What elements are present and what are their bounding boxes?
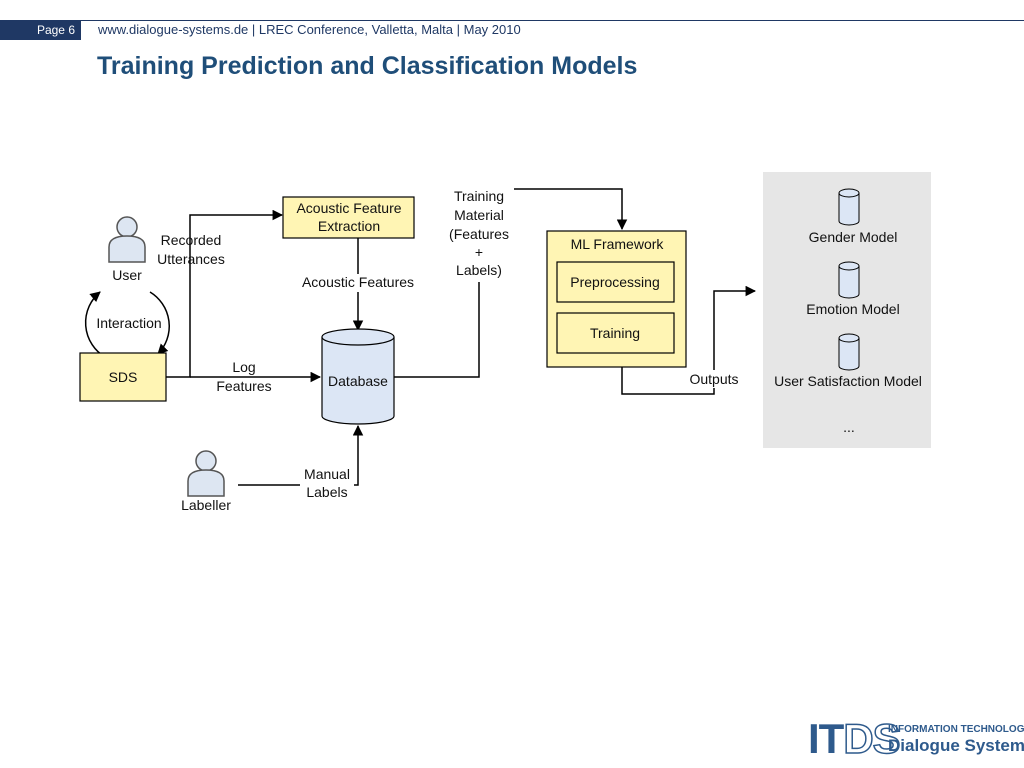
sds-box (79, 352, 167, 402)
acoustic-box-label-2: Extraction (318, 218, 380, 234)
logo-tagline: INFORMATION TECHNOLOGY (888, 724, 1024, 735)
log-label-2: Features (216, 378, 271, 394)
labeller-person-icon (187, 450, 225, 497)
outputs-arrow (621, 285, 757, 395)
gender-model-cylinder-icon (838, 188, 860, 226)
log-label-1: Log (232, 359, 255, 375)
database-label: Database (328, 373, 388, 389)
user-satisfaction-model-cylinder-icon (838, 333, 860, 371)
acoustic-features-label: Acoustic Features (302, 274, 414, 290)
more-models-ellipsis: ... (843, 419, 855, 435)
slide-title: Training Prediction and Classification M… (97, 52, 638, 80)
training-material-1: Training (454, 188, 504, 204)
recorded-utterances-arrow (166, 209, 284, 378)
preprocessing-label: Preprocessing (570, 274, 660, 290)
training-material-5: Labels) (456, 262, 502, 278)
logo-letters-it: IT (808, 715, 844, 762)
logo-name: Dialogue Systems (888, 736, 1024, 755)
manual-label-1: Manual (304, 466, 350, 482)
recorded-label-2: Utterances (157, 251, 225, 267)
manual-label-bg (300, 464, 354, 502)
recorded-label-1: Recorded (161, 232, 222, 248)
labeller-label: Labeller (181, 497, 231, 513)
itds-logo: ITDS INFORMATION TECHNOLOGY Dialogue Sys… (808, 715, 1024, 763)
gender-model-label: Gender Model (809, 229, 898, 245)
interaction-label: Interaction (96, 315, 161, 331)
acoustic-box-label-1: Acoustic Feature (296, 200, 401, 216)
training-material-arrow (514, 188, 628, 231)
training-box (556, 312, 675, 354)
interaction-arrow-up (84, 291, 106, 358)
acoustic-extraction-box (282, 196, 415, 239)
emotion-model-cylinder-icon (838, 261, 860, 299)
sds-label: SDS (109, 369, 138, 385)
training-label: Training (590, 325, 640, 341)
user-label: User (112, 267, 142, 283)
training-material-4: + (475, 244, 483, 260)
manual-label-2: Labels (306, 484, 347, 500)
training-material-2: Material (454, 207, 504, 223)
user-person-icon (108, 216, 146, 263)
outputs-label-bg (684, 370, 744, 388)
interaction-arrow-down (149, 291, 170, 355)
page-number-badge: Page 6 (0, 20, 81, 40)
emotion-model-label: Emotion Model (806, 301, 899, 317)
acoustic-label-bg (294, 274, 422, 292)
manual-labels-arrow (238, 424, 364, 486)
database-output-line (394, 282, 480, 378)
header-info: www.dialogue-systems.de | LREC Conferenc… (98, 22, 521, 37)
ml-framework-label: ML Framework (571, 236, 665, 252)
training-material-3: (Features (449, 226, 509, 242)
outputs-label: Outputs (689, 371, 738, 387)
logo-letters-ds: DS (843, 715, 902, 763)
header-rule (0, 20, 1024, 21)
logo-letters: ITDS (808, 715, 902, 763)
preprocessing-box (556, 261, 675, 303)
user-satisfaction-model-label: User Satisfaction Model (774, 373, 922, 389)
database-cylinder-icon (321, 328, 395, 425)
